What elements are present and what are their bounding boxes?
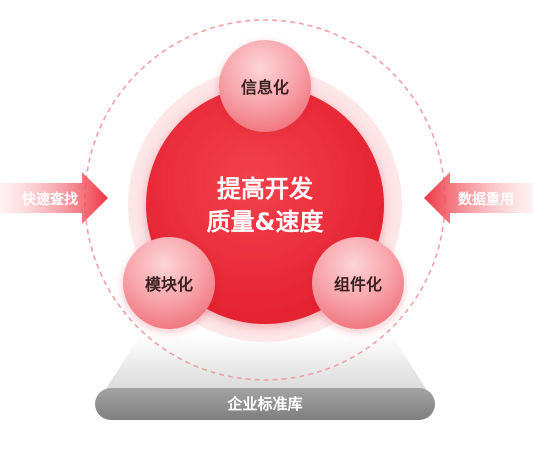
base-bar bbox=[95, 388, 435, 420]
arrow-left bbox=[0, 172, 108, 224]
node-circle-top bbox=[219, 40, 311, 132]
arrow-right-label: 数据重用 bbox=[458, 191, 514, 208]
center-title-line2: 质量&速度 bbox=[207, 208, 325, 236]
arrow-left-label: 快速查找 bbox=[22, 191, 78, 208]
pedestal bbox=[104, 335, 428, 392]
node-label-right: 组件化 bbox=[334, 275, 382, 294]
arrow-right bbox=[424, 172, 533, 224]
node-circle-left bbox=[123, 237, 215, 329]
node-circle-right bbox=[312, 237, 404, 329]
node-label-top: 信息化 bbox=[241, 78, 289, 97]
center-title-line1: 提高开发 bbox=[217, 175, 313, 203]
base-label: 企业标准库 bbox=[226, 395, 302, 413]
node-label-left: 模块化 bbox=[145, 275, 193, 294]
